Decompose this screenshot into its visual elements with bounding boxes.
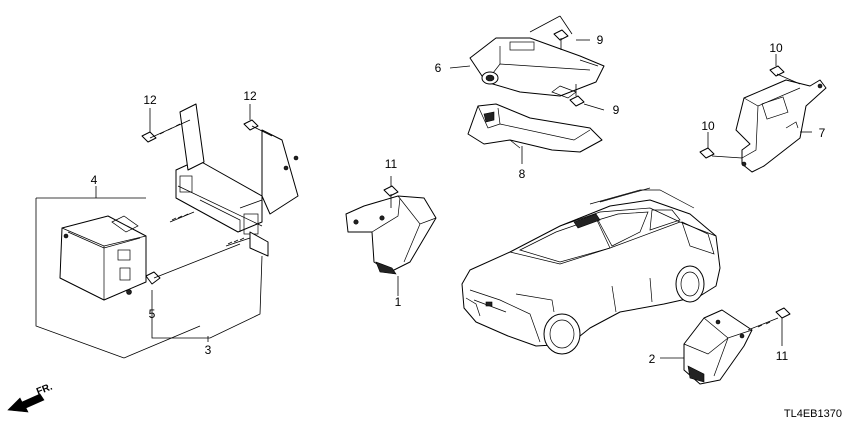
camera-unit-part-6	[469, 37, 605, 99]
nut-part-10-bottom	[699, 132, 743, 159]
stud-bolts	[169, 199, 263, 247]
nut-part-5	[145, 243, 241, 285]
drawing-code: TL4EB1370	[784, 408, 842, 420]
callout-9-top: 9	[597, 33, 604, 47]
vehicle-silhouette	[461, 187, 721, 355]
callout-1: 1	[395, 295, 402, 309]
nut-part-10-top	[769, 54, 801, 85]
callout-2: 2	[649, 352, 656, 366]
mounting-bracket-part-3	[175, 103, 299, 257]
bolt-part-11-middle	[383, 176, 399, 208]
callout-11-middle: 11	[385, 157, 398, 171]
front-direction-label: FR.	[35, 381, 54, 397]
control-unit-part-7	[735, 79, 827, 173]
control-module-part-4	[59, 215, 147, 301]
bolt-part-11-right	[747, 307, 791, 346]
callout-3: 3	[205, 343, 212, 357]
callout-9-bottom: 9	[613, 103, 620, 117]
sensor-part-2	[683, 309, 753, 385]
leader-lines-left	[35, 104, 263, 359]
callout-10-bottom: 10	[701, 119, 715, 133]
callout-6: 6	[435, 61, 442, 75]
front-direction-arrow: FR.	[7, 381, 54, 413]
callout-10-top: 10	[769, 41, 783, 55]
bolt-part-9-top	[529, 15, 573, 50]
callout-5: 5	[149, 307, 156, 321]
camera-cover-part-8	[467, 103, 603, 153]
bolt-part-9-bottom	[569, 84, 605, 111]
callout-7: 7	[819, 126, 826, 140]
callout-8: 8	[519, 167, 526, 181]
callout-4: 4	[91, 173, 98, 187]
bolt-part-12-right	[243, 119, 273, 137]
callout-12-left: 12	[143, 93, 157, 107]
bolt-part-12-left	[141, 119, 191, 143]
callout-12-right: 12	[243, 89, 257, 103]
callout-11-right: 11	[776, 349, 789, 363]
yaw-sensor-part-1	[345, 195, 437, 275]
leader-6	[449, 65, 471, 69]
